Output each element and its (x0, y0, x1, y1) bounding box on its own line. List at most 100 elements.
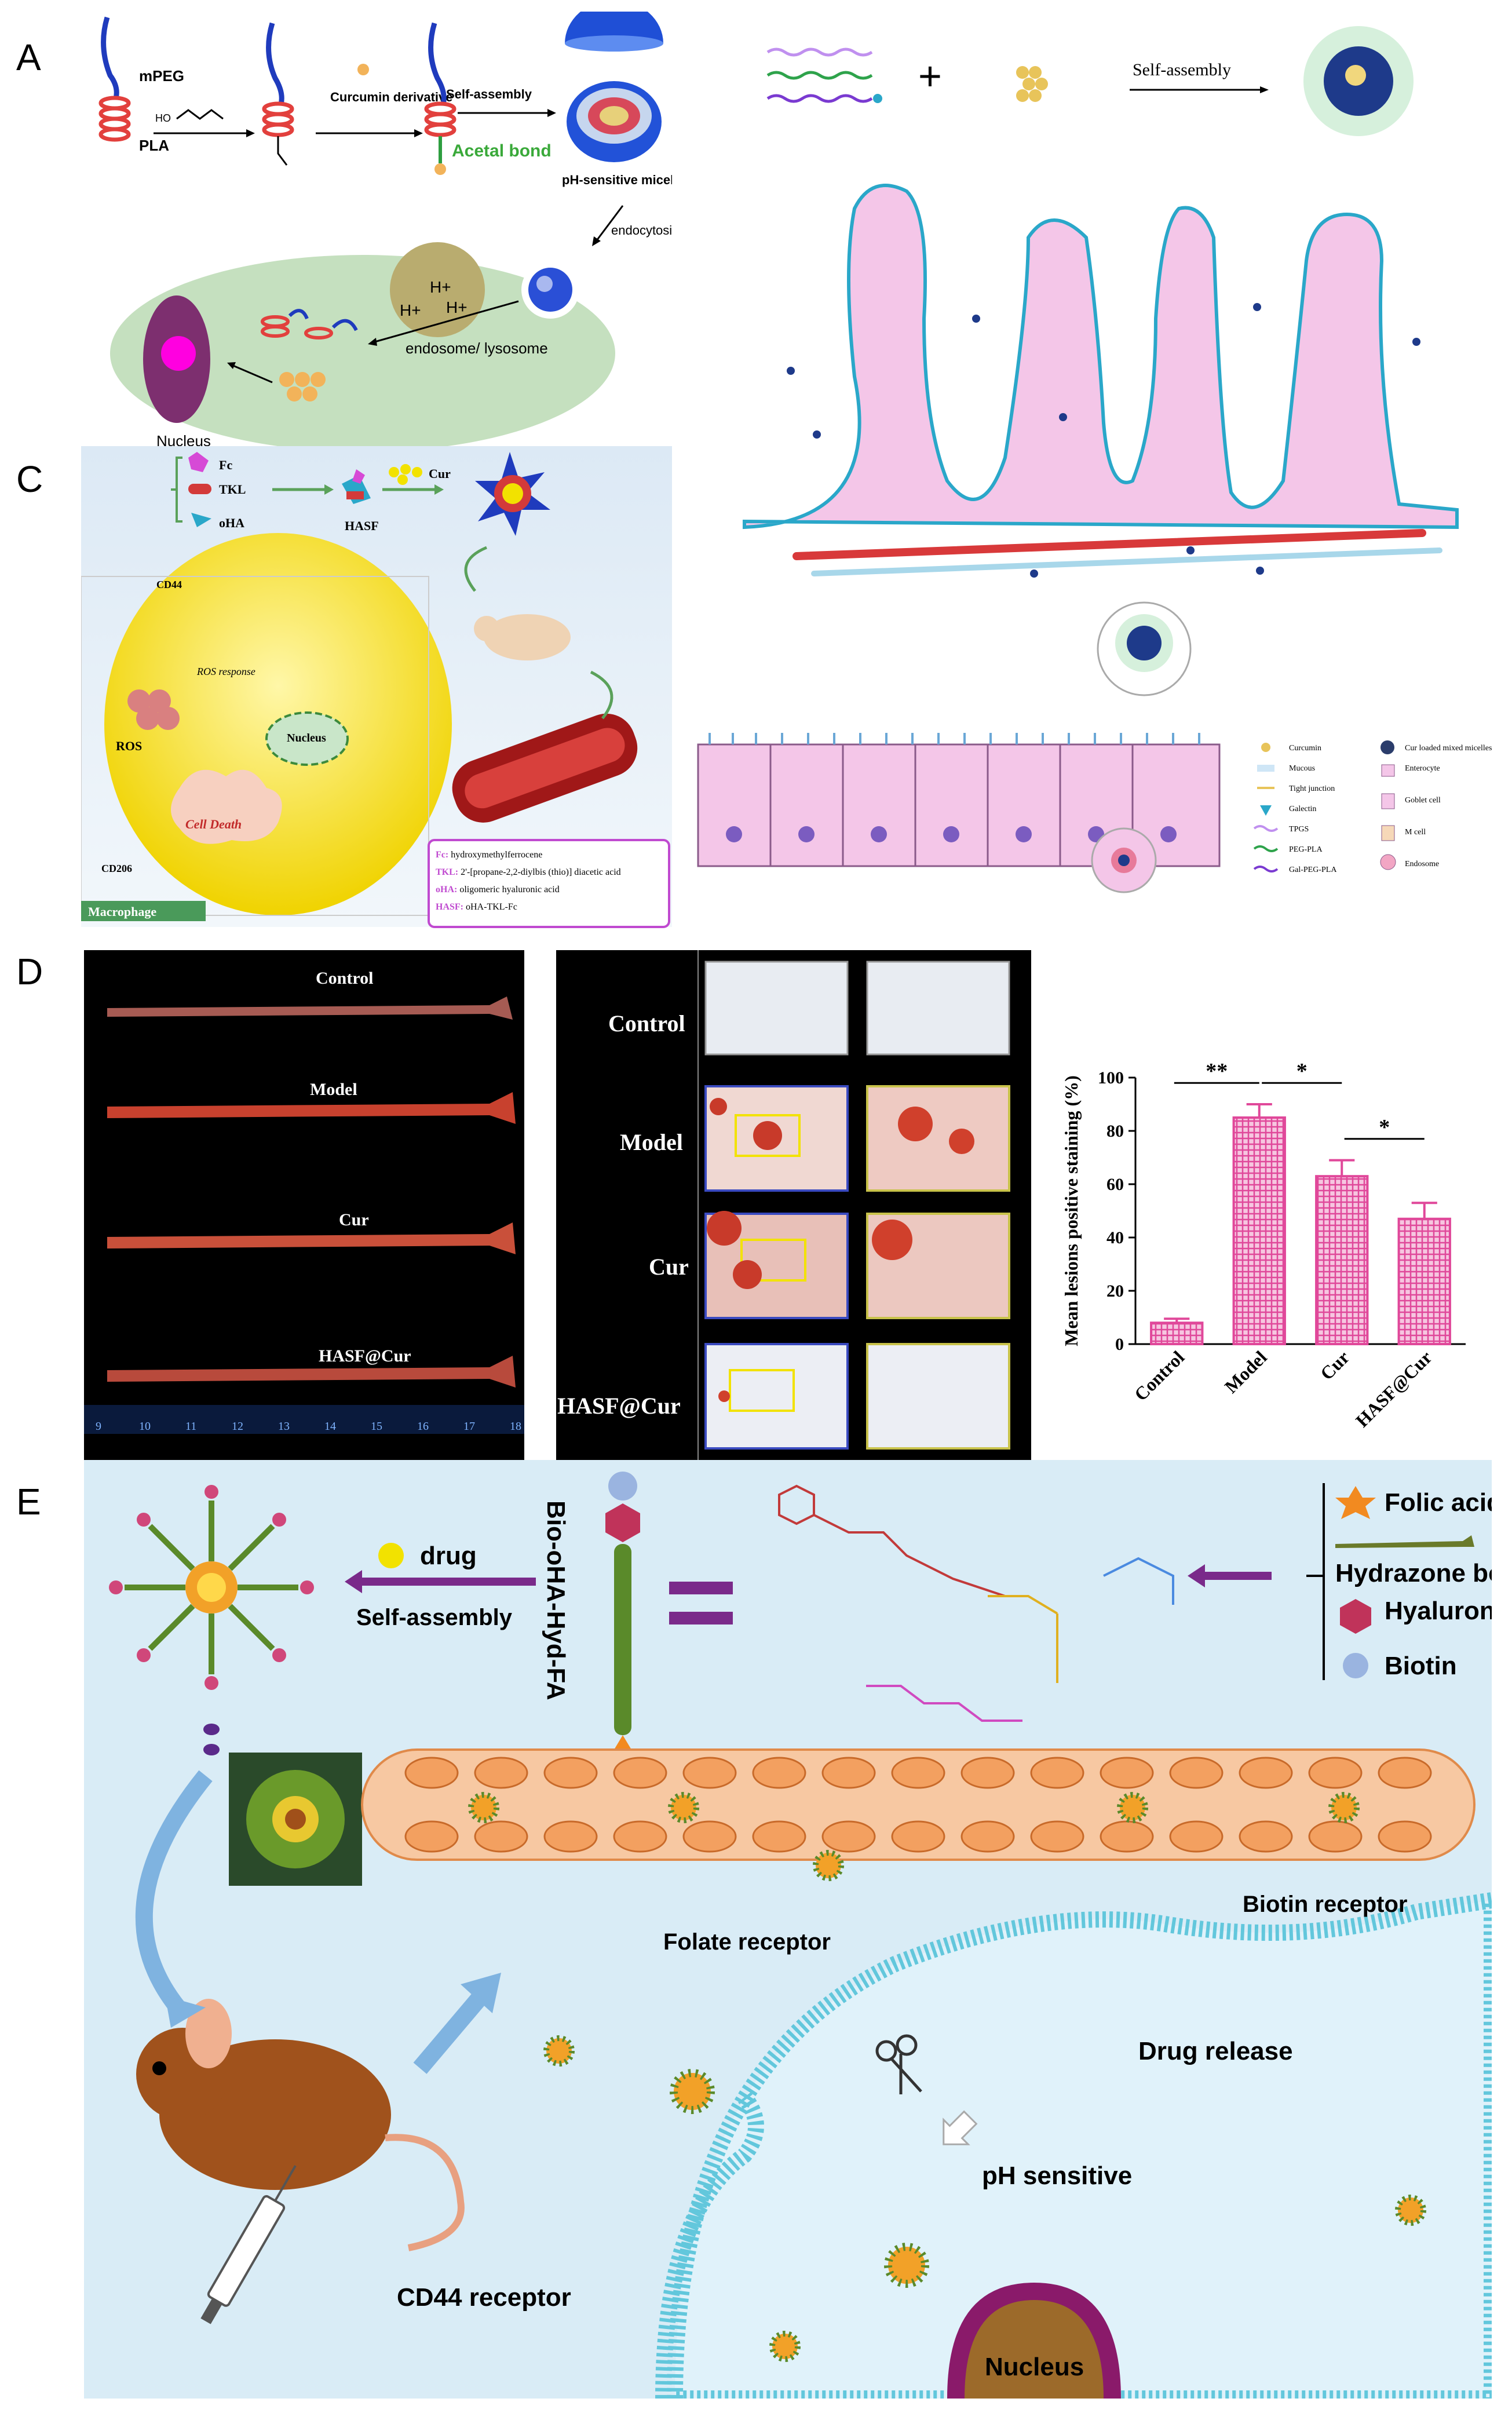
h-plus-1: H+ (400, 301, 421, 319)
legend-folic-acid: Folic acid (1385, 1488, 1492, 1517)
svg-text:oHA:oligomeric hyaluronic acid: oHA:oligomeric hyaluronic acid (436, 885, 560, 895)
enterocyte-borders (769, 744, 1134, 866)
epithelium-cells-bottom (404, 1820, 1432, 1853)
svg-text:TPGS: TPGS (1289, 825, 1309, 834)
svg-text:Endosome: Endosome (1405, 860, 1439, 868)
y-tick-label: 0 (1115, 1335, 1124, 1354)
aorta-label-model: Model (310, 1080, 357, 1099)
y-axis-label: Mean lesions positive staining (%) (1061, 1075, 1082, 1346)
bar-hasf-cur (1397, 1217, 1451, 1345)
macrophage-tag (81, 901, 206, 921)
svg-text:Enterocyte: Enterocyte (1405, 764, 1440, 773)
e-self-assembly-label: Self-assembly (356, 1605, 513, 1630)
micelle-dots (787, 303, 1420, 578)
aorta-label-hasf: HASF@Cur (319, 1346, 411, 1366)
panel-e-label: E (16, 1481, 41, 1523)
arrow-to-nucleus (231, 364, 273, 384)
drug-icon (378, 1543, 404, 1568)
b-legend-icons (1253, 740, 1396, 873)
reagent-structure (176, 109, 224, 120)
cell-death-label: Cell Death (185, 817, 242, 831)
panel-d-label: D (16, 951, 43, 992)
h-plus-3: H+ (446, 298, 468, 316)
chemical-structure (778, 1484, 1174, 1722)
cd206-label: CD206 (101, 863, 132, 874)
c-defs-box (428, 839, 670, 928)
y-tick-label: 60 (1106, 1175, 1124, 1194)
svg-text:16: 16 (417, 1420, 429, 1433)
arrow-up-right (413, 1987, 491, 2074)
svg-text:14: 14 (324, 1420, 336, 1433)
panel-b: + Self-assembly (681, 17, 1492, 936)
ruler (84, 1405, 524, 1434)
curcumin-derivative-icon (357, 64, 369, 75)
svg-text:Gal-PEG-PLA: Gal-PEG-PLA (1289, 866, 1337, 874)
plus-sign: + (918, 53, 942, 98)
endocytosed-micelle (528, 268, 572, 312)
scissors-icon (875, 2034, 922, 2094)
aorta-label-cur: Cur (339, 1210, 369, 1229)
polymer-acetal (424, 22, 456, 175)
svg-text:11: 11 (185, 1420, 196, 1433)
equals-bar-1 (669, 1582, 733, 1594)
compound-label: Bio-oHA-Hyd-FA (542, 1501, 570, 1700)
biotin-icon (1343, 1653, 1368, 1678)
b-self-assembly-label: Self-assembly (1133, 60, 1231, 79)
y-tick-label: 20 (1106, 1282, 1124, 1301)
assembled-micelle (109, 1485, 314, 1690)
svg-text:TKL:2'-[propane-2,2-diylbis (t: TKL:2'-[propane-2,2-diylbis (thio)] diac… (436, 867, 621, 877)
aorta-label-control: Control (316, 969, 373, 988)
legend-biotin: Biotin (1385, 1652, 1457, 1680)
cur-label: Cur (429, 466, 451, 481)
svg-text:HASF:oHA-TKL-Fc: HASF:oHA-TKL-Fc (436, 902, 517, 912)
tkl-label: TKL (219, 482, 246, 497)
lymph-vessel (811, 547, 1442, 576)
reagent-label: HO (155, 112, 171, 124)
svg-text:Cur loaded mixed micelles: Cur loaded mixed micelles (1405, 744, 1492, 753)
svg-text:9: 9 (96, 1420, 101, 1433)
ph-sensitive-label: pH sensitive (982, 2162, 1132, 2190)
cell-top-gap (333, 168, 559, 238)
hist-label-model: Model (620, 1129, 683, 1155)
curved-arrow-down (135, 1770, 213, 2019)
equals-dots (203, 1724, 220, 1755)
svg-text:13: 13 (278, 1420, 290, 1433)
c-nucleus-label: Nucleus (287, 732, 326, 744)
svg-text:10: 10 (139, 1420, 151, 1433)
hist-control-low (704, 961, 849, 1056)
aorta-cur (107, 1222, 516, 1254)
folate-receptor-label: Folate receptor (663, 1929, 831, 1955)
biotin-head (608, 1472, 637, 1501)
endosome (390, 242, 485, 337)
cd44-receptor-label: CD44 receptor (397, 2283, 571, 2312)
macrophage-label: Macrophage (88, 904, 156, 919)
histology-panel: Control Model Cur HASF@Cur (556, 950, 1031, 1460)
fc-label: Fc (219, 458, 232, 472)
self-assembly-label: Self-assembly (446, 87, 532, 101)
aorta-control (107, 996, 513, 1020)
c-nucleus (265, 711, 349, 766)
arrow-endocytosis (596, 205, 624, 241)
biotin-receptor-label: Biotin receptor (1243, 1892, 1407, 1917)
hist-label-control: Control (608, 1010, 685, 1036)
arrow-release (370, 300, 519, 344)
svg-text:15: 15 (371, 1420, 382, 1433)
hist-hasf-high (866, 1343, 1010, 1450)
cur-icon (389, 464, 422, 485)
cell-body (110, 255, 615, 452)
cell-death-cloud (171, 769, 282, 844)
endocytic-pocket (655, 2092, 764, 2399)
svg-text:Goblet cell: Goblet cell (1405, 796, 1441, 805)
syringe-icon (200, 2165, 297, 2324)
mouse-icon (484, 614, 571, 660)
hasf-cur-nanoparticle (475, 452, 550, 536)
hist-model-high (866, 1085, 1010, 1192)
h-plus-2: H+ (430, 278, 451, 296)
drug-label: drug (420, 1542, 477, 1570)
curcumin-icon (1016, 66, 1048, 102)
x-tick-label: Model (1221, 1346, 1271, 1397)
curcumin-derivative-label: Curcumin derivative (330, 90, 453, 104)
panel-e: drug Self-assembly Bio-oHA-Hyd-FA Folic … (84, 1460, 1492, 2399)
y-tick-label: 40 (1106, 1228, 1124, 1247)
